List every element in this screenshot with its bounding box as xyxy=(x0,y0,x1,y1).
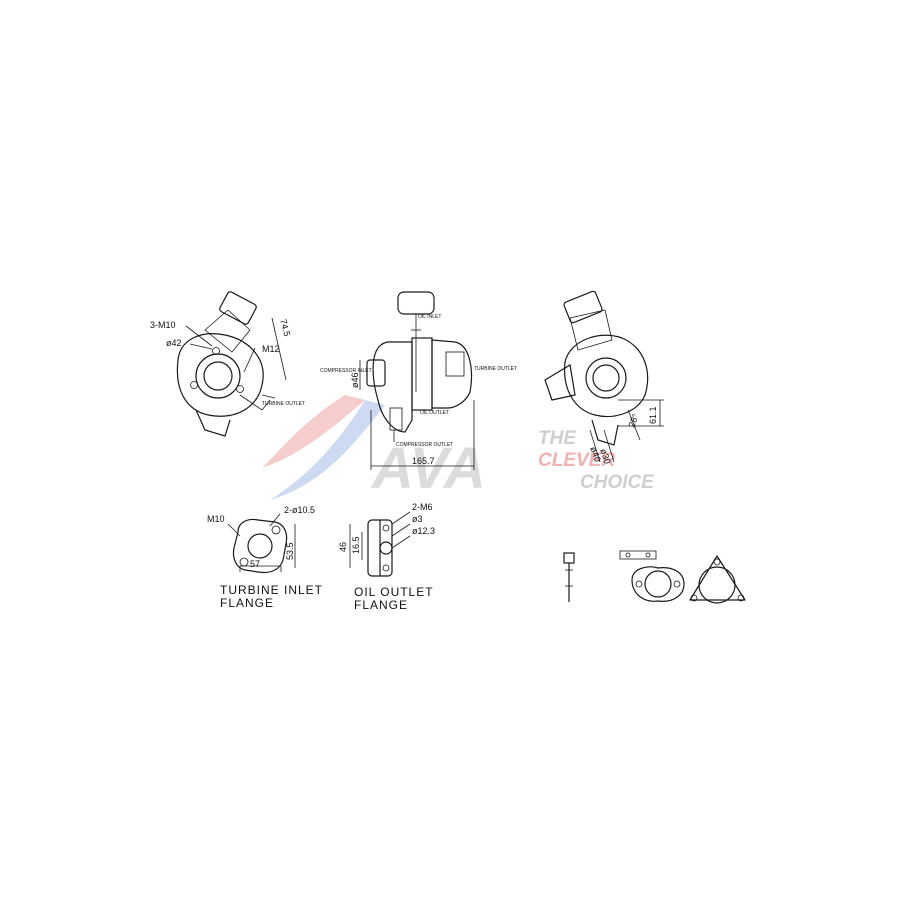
turbine-flange-thread: M10 xyxy=(207,514,225,524)
watermark-tagline-2: CLEVER xyxy=(538,450,615,471)
left-housing xyxy=(176,333,264,417)
oil-flange-thread: 2-M6 xyxy=(412,502,433,512)
center-oil-outlet: OIL OUTLET xyxy=(420,410,449,416)
turbine-flange-width: 57 xyxy=(250,559,260,569)
center-compressor-outlet: COMPRESSOR OUTLET xyxy=(396,442,453,448)
oil-flange-dia-small: ø3 xyxy=(412,514,423,524)
watermark-swoosh-blue xyxy=(270,400,385,500)
two-bolt-gasket xyxy=(631,566,685,602)
turbine-flange-height: 53.5 xyxy=(285,542,295,560)
watermark-tagline-1: THE xyxy=(538,428,577,449)
watermark-swoosh-red xyxy=(262,395,365,468)
left-diameter-label: ø42 xyxy=(166,338,182,348)
turbine-flange-holes: 2-ø10.5 xyxy=(284,505,315,515)
left-thread-label: M12 xyxy=(262,344,280,354)
watermark: AVA THE CLEVER CHOICE xyxy=(262,395,655,501)
left-actuator xyxy=(219,291,257,325)
watermark-brand: AVA xyxy=(370,436,486,501)
small-gasket-accessory xyxy=(619,550,657,560)
center-turbine-outlet: TURBINE OUTLET xyxy=(474,366,517,372)
left-bolt-label: 3-M10 xyxy=(150,320,176,330)
center-compressor-inlet: COMPRESSOR INLET xyxy=(320,368,372,374)
turbine-flange-outline xyxy=(232,518,288,574)
right-inlet-ring xyxy=(585,357,627,399)
center-oil-inlet: OIL INLET xyxy=(418,314,441,320)
center-compressor-housing xyxy=(372,341,413,433)
oil-flange-dia-large: ø12.3 xyxy=(412,526,435,536)
right-angle-label: 28° xyxy=(626,412,640,429)
accessories xyxy=(563,550,746,604)
right-housing xyxy=(563,334,649,417)
center-turbine-housing xyxy=(431,339,473,409)
left-outlet-label: TURBINE OUTLET xyxy=(262,401,305,407)
center-actuator xyxy=(397,291,435,315)
center-view: 165.7 ø46 COMPRESSOR INLET TURBINE OUTLE… xyxy=(320,291,517,470)
right-dia-outer: ø40 xyxy=(588,445,603,463)
oil-flange-height-inner: 16.5 xyxy=(351,536,361,554)
left-inlet-ring xyxy=(195,353,241,399)
turbine-flange-title-2: FLANGE xyxy=(220,596,274,610)
right-dia-inner: ø30 xyxy=(598,447,613,465)
left-view: 3-M10 ø42 M12 74.5 TURBINE OUTLET xyxy=(150,291,305,437)
oil-flange-height-outer: 46 xyxy=(338,542,348,552)
oil-flange-title-2: FLANGE xyxy=(354,598,408,612)
center-bearing-housing xyxy=(411,337,433,411)
oil-flange-title-1: OIL OUTLET xyxy=(354,585,434,599)
watermark-tagline-3: CHOICE xyxy=(580,472,655,493)
three-bolt-gasket xyxy=(689,555,746,604)
right-height-label: 61.1 xyxy=(648,406,658,424)
right-view: 61.1 28° ø30 ø40 xyxy=(544,290,664,465)
turbine-flange-title-1: TURBINE INLET xyxy=(220,583,323,597)
center-width-label: 165.7 xyxy=(412,456,435,466)
right-actuator xyxy=(563,290,603,324)
oil-pipe-accessory xyxy=(563,552,575,602)
left-length-label: 74.5 xyxy=(278,318,292,338)
turbine-inlet-flange: M10 2-ø10.5 57 53.5 TURBINE INLET FLANGE xyxy=(207,505,323,610)
center-diameter-label: ø46 xyxy=(350,372,360,388)
oil-outlet-flange: 2-M6 ø3 ø12.3 46 16.5 OIL OUTLET FLANGE xyxy=(338,502,435,612)
